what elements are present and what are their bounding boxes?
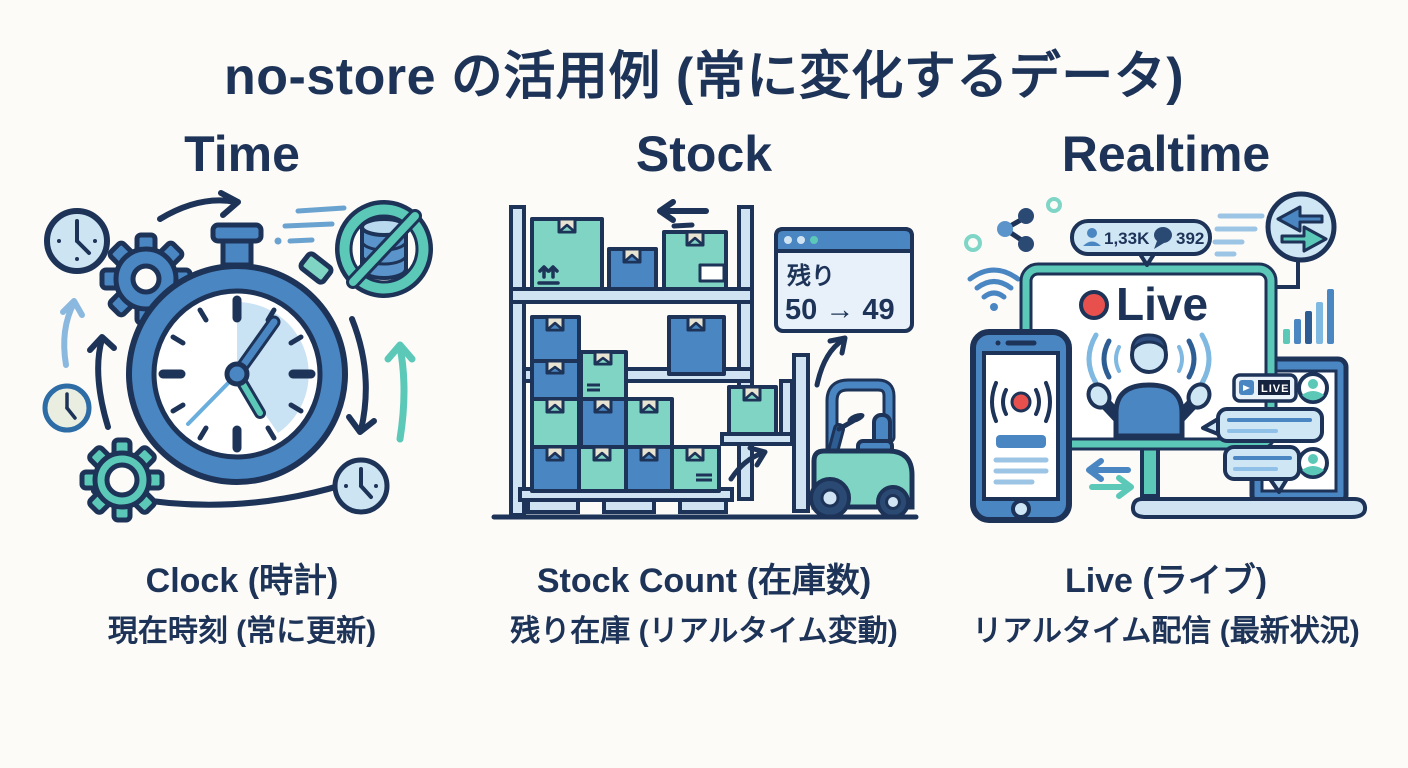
phone-icon xyxy=(970,329,1072,523)
share-icon xyxy=(997,208,1034,252)
forklift-icon xyxy=(720,353,915,519)
presenter-avatar xyxy=(1086,333,1212,439)
stopwatch-icon xyxy=(126,222,348,485)
page-title: no-store の活用例 (常に変化するデータ) xyxy=(223,48,1185,106)
live-dot xyxy=(1079,290,1109,320)
chat-bubble-icon xyxy=(1201,407,1324,443)
box-icon xyxy=(530,315,726,493)
live-label: Live xyxy=(1116,278,1208,330)
text-lines xyxy=(1212,213,1265,257)
dot-ring xyxy=(1046,197,1062,213)
clock-icon xyxy=(44,208,110,274)
columns-row: Time xyxy=(0,123,1408,650)
clock-icon xyxy=(332,457,390,515)
sync-arrows-icon xyxy=(1265,191,1337,263)
clock-pie-wedge xyxy=(237,302,309,433)
comment-count: 392 xyxy=(1176,229,1204,248)
stock-remaining-label: 残り xyxy=(787,263,835,290)
speed-dot xyxy=(274,237,282,245)
viewer-count: 1,33K xyxy=(1104,229,1150,248)
dot-ring xyxy=(964,234,982,252)
column-realtime: Realtime xyxy=(946,123,1386,650)
this-side-up-icon xyxy=(537,265,560,285)
browser-window-icon: 残り 50 → 49 xyxy=(774,227,914,333)
column-header-stock: Stock xyxy=(635,126,773,182)
bar-chart-icon xyxy=(1283,289,1334,344)
column-header-time: Time xyxy=(184,126,300,182)
arrow-icon xyxy=(657,199,848,482)
column-header-realtime: Realtime xyxy=(1061,126,1271,182)
comment-icon xyxy=(1154,227,1172,249)
caption-sub-time: 現在時刻 (常に更新) xyxy=(107,615,377,648)
wifi-icon xyxy=(967,267,1021,311)
stock-count-change: 50 → 49 xyxy=(785,294,895,326)
time-illustration xyxy=(42,190,433,523)
exchange-arrows-icon xyxy=(1086,458,1134,499)
chat-bubble-icon xyxy=(1223,445,1301,494)
gear-icon xyxy=(79,437,165,523)
box-icon xyxy=(727,385,778,436)
avatar-icon xyxy=(1297,372,1329,404)
broadcast-icon xyxy=(990,381,1052,423)
caption-sub-realtime: リアルタイム配信 (最新状況) xyxy=(972,615,1360,648)
connector-line xyxy=(1272,259,1300,289)
infographic-page: no-store の活用例 (常に変化するデータ) Time xyxy=(0,48,1408,650)
stock-illustration: 残り 50 → 49 xyxy=(491,199,919,520)
monitor-icon: Live xyxy=(1019,262,1278,451)
viewer-icon xyxy=(1083,228,1101,246)
clock-ticks xyxy=(158,295,316,453)
laptop-base xyxy=(1130,497,1368,519)
chat-badge-label: LIVE xyxy=(1261,383,1289,395)
avatar-icon xyxy=(1297,447,1329,479)
clock-icon xyxy=(42,383,92,433)
speed-lines xyxy=(282,205,347,244)
stats-badge: 1,33K 392 xyxy=(1070,219,1212,267)
caption-title-time: Clock (時計) xyxy=(145,562,339,600)
caption-title-stock: Stock Count (在庫数) xyxy=(536,562,872,600)
broadcast-waves xyxy=(1086,332,1212,386)
realtime-illustration: Live xyxy=(964,191,1368,523)
column-stock: Stock xyxy=(484,123,924,650)
chat-live-badge: LIVE xyxy=(1232,373,1298,403)
no-cache-database-icon xyxy=(335,200,433,298)
monitor-stand xyxy=(1140,442,1160,498)
column-time: Time xyxy=(22,123,462,650)
caption-sub-stock: 残り在庫 (リアルタイム変動) xyxy=(510,615,898,648)
box-icon xyxy=(530,217,728,291)
caption-title-realtime: Live (ライブ) xyxy=(1064,562,1268,600)
